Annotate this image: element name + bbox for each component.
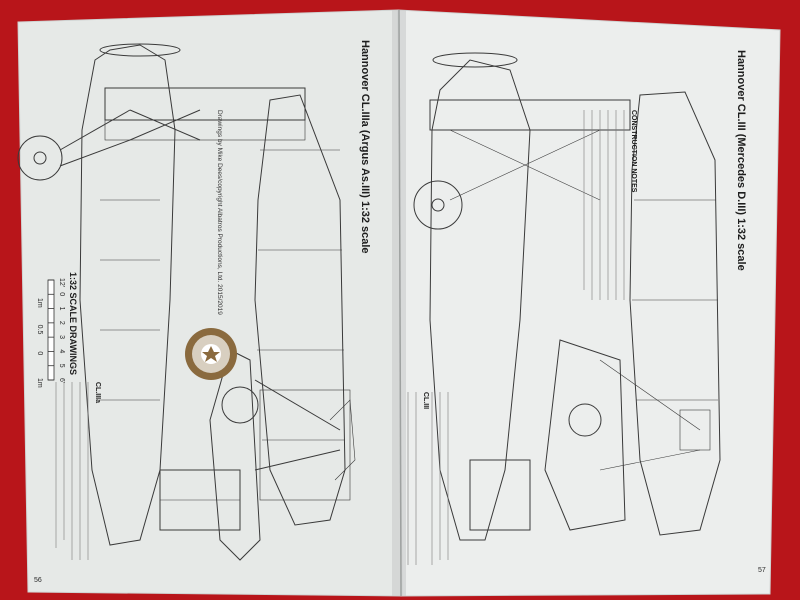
left-page-title: Hannover CL.IIIa (Argus As.III) 1:32 sca… (359, 40, 371, 254)
left-page-number: 56 (34, 577, 42, 584)
scale-meter-label: 1m (36, 378, 43, 388)
left-side-view-drawing (209, 94, 356, 561)
scale-bar-title: 1:32 SCALE DRAWINGS (68, 272, 78, 375)
right-note2-heading: CL.III (422, 392, 429, 409)
scale-feet-ticks: 12' 0 1 2 3 4 5 6' (48, 278, 65, 383)
book-spine (392, 9, 406, 597)
scale-meter-label: 0 (36, 351, 43, 355)
left-note-paragraph (55, 382, 89, 560)
right-note2-paragraph (407, 392, 449, 565)
scale-feet-label: 12' (58, 278, 65, 287)
scale-feet-label: 3 (58, 335, 65, 339)
scale-feet-label: 0 (58, 292, 65, 296)
right-page-title: Hannover CL.III (Mercedes D.III) 1:32 sc… (735, 50, 747, 271)
scale-bar: 1:32 SCALE DRAWINGS 12' 0 1 2 3 4 5 6' 1m 0.5 0 1m (36, 272, 78, 388)
scale-feet-label: 5 (58, 364, 65, 368)
scale-meter-ticks: 1m 0.5 0 1m (36, 298, 43, 388)
left-note-heading: CL.IIIa (94, 382, 101, 403)
scale-feet-label: 6' (58, 378, 65, 383)
left-top-view-drawing (17, 43, 306, 546)
right-top-view-drawing (413, 52, 631, 541)
left-credit-text: Drawings by Mike Dees/copyright Albatros… (216, 110, 223, 315)
scale-feet-label: 1 (58, 307, 65, 311)
scale-meter-label: 1m (36, 298, 43, 308)
scale-meter-label: 0.5 (36, 325, 43, 335)
scale-feet-label: 2 (58, 321, 65, 325)
right-note-paragraph (583, 110, 625, 300)
scale-feet-label: 4 (58, 349, 65, 353)
right-page-number: 57 (758, 567, 766, 574)
albatros-seal-logo (185, 328, 237, 380)
right-note-heading: CONSTRUCTION NOTES (630, 110, 637, 193)
right-side-view-drawing (544, 91, 721, 536)
right-page (397, 9, 781, 597)
